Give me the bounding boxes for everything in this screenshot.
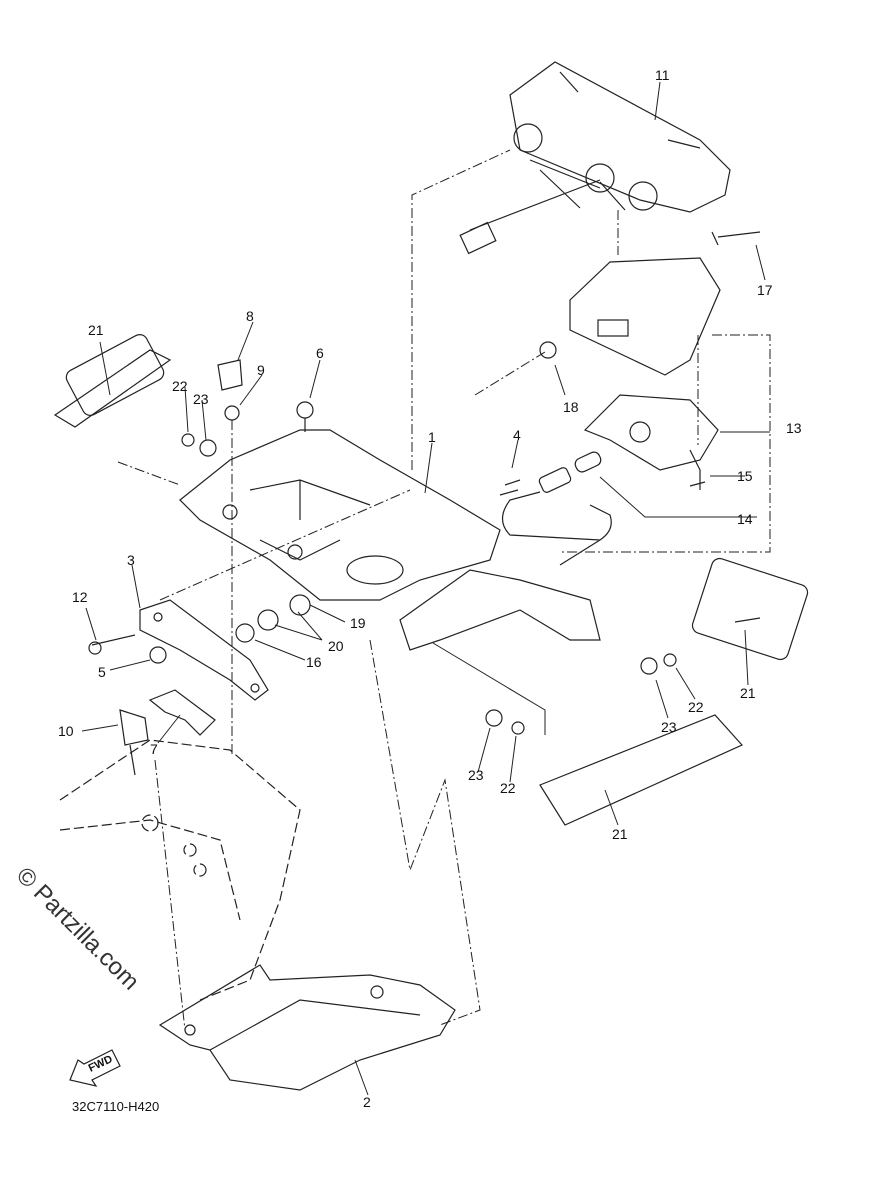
hardware [88, 359, 706, 776]
callout-1: 1 [428, 429, 436, 445]
callout-14: 14 [737, 511, 753, 527]
callout-9: 9 [257, 362, 265, 378]
callout-20: 20 [328, 638, 344, 654]
callout-4: 4 [513, 427, 521, 443]
callout-15: 15 [737, 468, 753, 484]
callout-18: 18 [563, 399, 579, 415]
callout-22-right: 22 [688, 699, 704, 715]
diagram-code: 32C7110-H420 [72, 1099, 160, 1114]
callout-5: 5 [98, 664, 106, 680]
fwd-arrow [69, 1049, 121, 1087]
callout-21-bottom: 21 [612, 826, 628, 842]
callout-22-bottom: 22 [500, 780, 516, 796]
callout-13: 13 [786, 420, 802, 436]
leader-lines [81, 81, 770, 1096]
callout-7: 7 [150, 741, 158, 757]
callout-23-bottom: 23 [468, 767, 484, 783]
callout-10: 10 [58, 723, 74, 739]
side-plate [139, 599, 269, 736]
callout-22-left: 22 [172, 378, 188, 394]
license-lamp-housing [539, 231, 761, 376]
taillight-housing [459, 61, 731, 255]
callout-19: 19 [350, 615, 366, 631]
callout-16: 16 [306, 654, 322, 670]
callout-23-right: 23 [661, 719, 677, 735]
reflector-right [691, 557, 809, 661]
callout-21-right: 21 [740, 685, 756, 701]
lower-plate [158, 964, 456, 1091]
frame-dashed [59, 739, 301, 1001]
callout-2: 2 [363, 1094, 371, 1110]
callout-23-left: 23 [193, 391, 209, 407]
callout-11: 11 [655, 67, 670, 83]
reflector-left [53, 334, 172, 428]
main-bracket [179, 429, 601, 651]
callout-21-left: 21 [88, 322, 104, 338]
assembly-lines [117, 149, 771, 1031]
callout-6: 6 [316, 345, 324, 361]
reflector-bottom [539, 714, 743, 826]
callout-12: 12 [72, 589, 88, 605]
bulb-socket [501, 451, 612, 566]
callout-17: 17 [757, 282, 773, 298]
callout-8: 8 [246, 308, 254, 324]
callout-3: 3 [127, 552, 135, 568]
